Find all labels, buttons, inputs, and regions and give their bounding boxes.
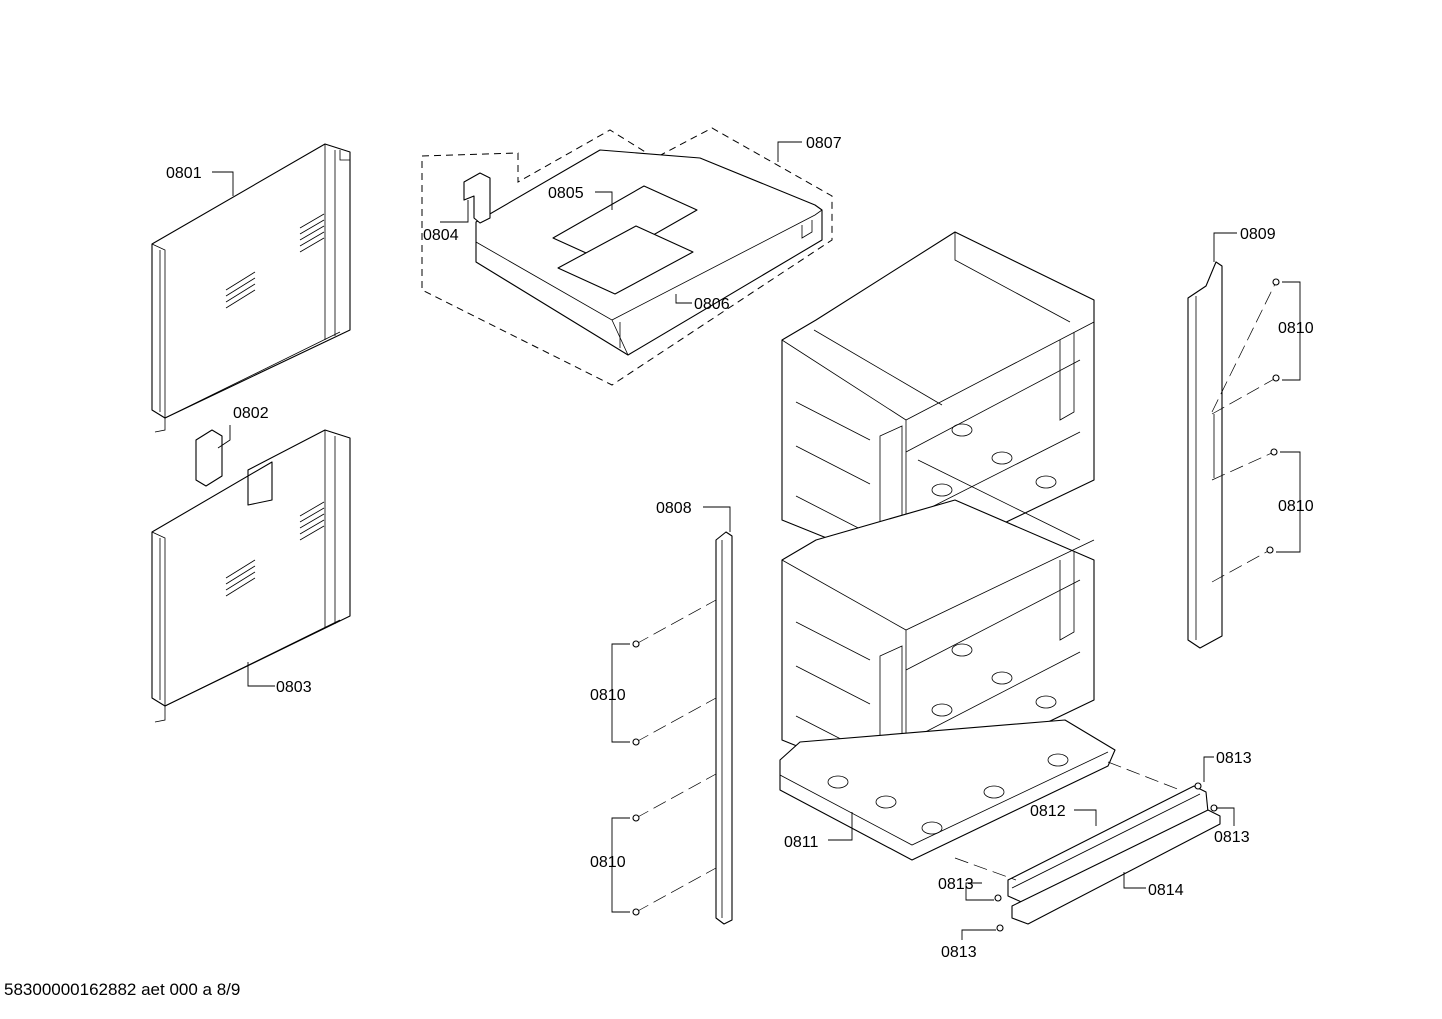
part-0802-small-plate <box>195 429 223 487</box>
part-0807-top-assembly <box>421 127 833 386</box>
label-0808: 0808 <box>656 500 692 517</box>
part-0801-upper-panel <box>151 143 351 433</box>
label-0806: 0806 <box>694 296 730 313</box>
label-0813-mid-right: 0813 <box>1214 829 1250 846</box>
part-0803-lower-panel <box>151 429 351 723</box>
label-0805: 0805 <box>548 185 584 202</box>
label-0810-left-top: 0810 <box>590 687 626 704</box>
label-0803: 0803 <box>276 679 312 696</box>
label-0812: 0812 <box>1030 803 1066 820</box>
leader-lines <box>212 141 1301 940</box>
label-0807: 0807 <box>806 135 842 152</box>
part-0811-oven-frame <box>779 231 1116 861</box>
callout-labels: 0801 0802 0803 0804 0805 0806 0807 0808 … <box>166 135 1314 961</box>
part-0808-left-rail <box>632 531 733 925</box>
label-0813-top-right: 0813 <box>1216 750 1252 767</box>
label-0809: 0809 <box>1240 226 1276 243</box>
label-0813-left: 0813 <box>938 876 974 893</box>
label-0810-right-bottom: 0810 <box>1278 498 1314 515</box>
label-0810-left-bottom: 0810 <box>590 854 626 871</box>
label-0804: 0804 <box>423 227 459 244</box>
label-0802: 0802 <box>233 405 269 422</box>
label-0810-right-top: 0810 <box>1278 320 1314 337</box>
label-0814: 0814 <box>1148 882 1184 899</box>
part-0812-0814-front-trim <box>954 761 1221 932</box>
part-0809-right-rail <box>1187 261 1280 649</box>
label-0801: 0801 <box>166 165 202 182</box>
label-0811: 0811 <box>784 834 819 851</box>
document-id: 58300000162882 aet 000 a 8/9 <box>4 980 241 999</box>
label-0813-bottom: 0813 <box>941 944 977 961</box>
